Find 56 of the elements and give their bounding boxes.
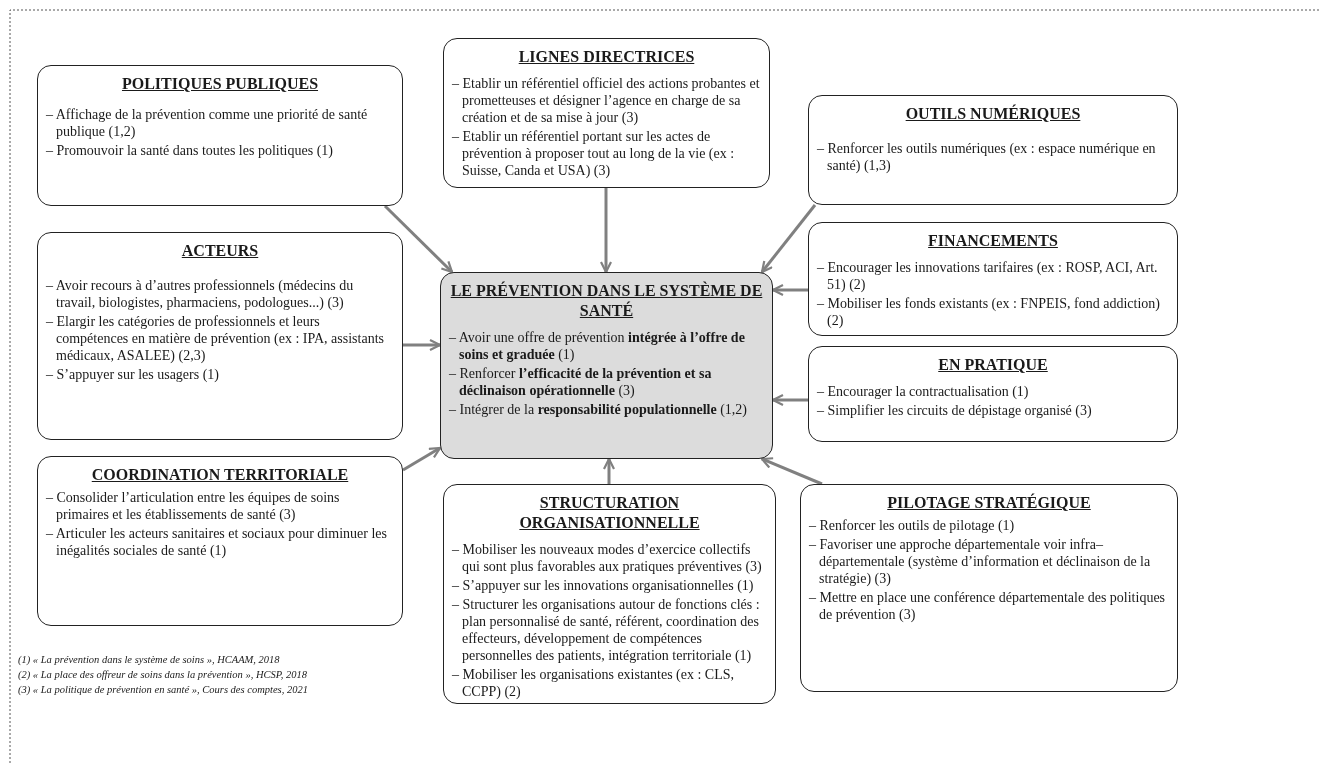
topic-box	[37, 65, 403, 206]
bullet-text: – Mobiliser les nouveaux modes d’exercice collectifs qui sont plus favorables aux pratiques préventives (3)	[452, 541, 763, 575]
bullet-text: – Favoriser une approche départementale voir infra–départementale (système d’information et déclinaison de la stratégie) (3)	[809, 536, 1152, 587]
box-heading: OUTILS NUMÉRIQUES	[904, 104, 1082, 124]
footnote: (3) « La politique de prévention en santé », Cours des comptes, 2021	[18, 683, 309, 697]
footnote: (2) « La place des offreur de soins dans la prévention », HCSP, 2018	[18, 668, 309, 682]
bullet-text: – Renforcer les outils numériques (ex : espace numérique en santé) (1,3)	[817, 140, 1157, 174]
arrow	[771, 283, 808, 297]
bullet-text: – Structurer les organisations autour de fonctions clés : plan personnalisé de santé, référent, coordination des effecteurs, développement de compétences personnelles des patients, intégration territoriale (1)	[452, 596, 761, 664]
bullet-text: – Articuler les acteurs sanitaires et sociaux pour diminuer les inégalités sociales de santé (1)	[46, 525, 388, 559]
box-heading: PILOTAGE STRATÉGIQUE	[886, 493, 1092, 513]
bullet-text: – Encourager la contractualisation (1)	[817, 383, 1030, 400]
bullet-text: – Consolider l’articulation entre les équipes de soins primaires et les établissements de santé (3)	[46, 489, 341, 523]
bullet-text: – Renforcer l’efficacité de la prévention et sa déclinaison opérationnelle (3)	[449, 365, 713, 399]
arrow	[402, 446, 442, 472]
bullet-text: – Avoir une offre de prévention intégrée à l’offre de soins et graduée (1)	[449, 329, 746, 363]
box-heading: COORDINATION TERRITORIALE	[90, 465, 350, 485]
bullet-text: – Renforcer les outils de pilotage (1)	[809, 517, 1016, 534]
arrow	[771, 393, 808, 407]
topic-box	[808, 222, 1178, 336]
bullet-text: – Affichage de la prévention comme une priorité de santé publique (1,2)	[46, 106, 369, 140]
central-box	[440, 272, 773, 459]
topic-box	[37, 232, 403, 440]
bullet-text: – Mobiliser les fonds existants (ex : FNPEIS, fond addiction) (2)	[817, 295, 1161, 329]
box-heading: ACTEURS	[180, 241, 260, 261]
bullet-text: – Elargir les catégories de professionnels et leurs compétences en matière de prévention (ex : IPA, assistants médicaux, ASALEE) (2,3)	[46, 313, 385, 364]
arrow	[599, 188, 613, 274]
topic-box	[808, 346, 1178, 442]
topic-box	[443, 38, 770, 188]
bullet-text: – S’appuyer sur les usagers (1)	[46, 366, 220, 383]
box-heading: STRUCTURATION ORGANISATIONNELLE	[518, 493, 701, 533]
topic-box	[808, 95, 1178, 205]
box-heading: POLITIQUES PUBLIQUES	[120, 74, 320, 94]
bullet-text: – Etablir un référentiel officiel des actions probantes et prometteuses et désigner l’agence en charge de sa création et de sa mise à jour (3)	[452, 75, 761, 126]
arrow	[760, 457, 823, 486]
bullet-text: – Simplifier les circuits de dépistage organisé (3)	[817, 402, 1093, 419]
box-heading: LE PRÉVENTION DANS LE SYSTÈME DE SANTÉ	[449, 281, 764, 321]
bullet-text: – Etablir un référentiel portant sur les actes de prévention à proposer tout au long de la vie (ex : Suisse, Canda et USA) (3)	[452, 128, 736, 179]
bullet-text: – Avoir recours à d’autres professionnels (médecins du travail, biologistes, pharmaciens, podologues...) (3)	[46, 277, 355, 311]
bullet-text: – S’appuyer sur les innovations organisationnelles (1)	[452, 577, 755, 594]
bullet-text: – Intégrer de la responsabilité populationnelle (1,2)	[449, 401, 748, 418]
footnote: (1) « La prévention dans le système de soins », HCAAM, 2018	[18, 653, 281, 667]
topic-box	[443, 484, 776, 704]
arrow	[403, 338, 442, 352]
bullet-text: – Encourager les innovations tarifaires (ex : ROSP, ACI, Art. 51) (2)	[817, 259, 1159, 293]
topic-box	[800, 484, 1178, 692]
bullet-text: – Mobiliser les organisations existantes (ex : CLS, CCPP) (2)	[452, 666, 736, 700]
arrow	[760, 204, 817, 274]
box-heading: FINANCEMENTS	[927, 231, 1059, 251]
arrow	[602, 457, 616, 484]
bullet-text: – Mettre en place une conférence départementale des politiques de prévention (3)	[809, 589, 1167, 623]
bullet-text: – Promouvoir la santé dans toutes les politiques (1)	[46, 142, 334, 159]
topic-box	[37, 456, 403, 626]
box-heading: EN PRATIQUE	[937, 355, 1049, 375]
arrow	[383, 204, 454, 274]
box-heading: LIGNES DIRECTRICES	[517, 47, 696, 67]
